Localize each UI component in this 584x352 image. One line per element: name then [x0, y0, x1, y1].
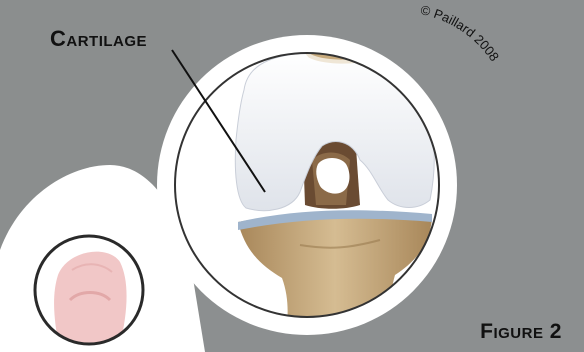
figure-label: Figure 2: [480, 320, 562, 344]
cartilage-label: Cartilage: [50, 26, 147, 52]
